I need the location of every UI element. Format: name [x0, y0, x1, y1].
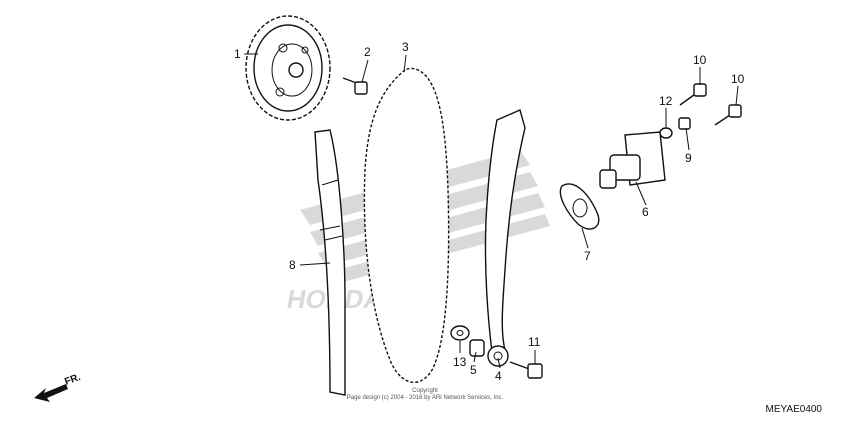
leader-lines — [244, 53, 739, 369]
callouts: 1 2 3 4 5 6 7 8 9 10 10 11 12 13 — [234, 40, 745, 383]
copyright-line-2: Page design (c) 2004 - 2016 by ARI Netwo… — [346, 395, 504, 401]
callout-5: 5 — [470, 363, 477, 377]
washer[interactable] — [450, 325, 470, 341]
callout-2: 2 — [364, 45, 371, 59]
sprocket-bolt[interactable] — [342, 77, 368, 95]
copyright-line-1: Copyright — [412, 388, 438, 394]
sealing-washer[interactable] — [659, 127, 673, 139]
callout-11: 11 — [528, 335, 541, 349]
lifter-bolt-right[interactable] — [714, 104, 742, 126]
callout-10-upper: 10 — [693, 53, 707, 67]
callout-10-right: 10 — [731, 72, 745, 86]
collar[interactable] — [469, 339, 485, 357]
pivot-bolt[interactable] — [509, 361, 543, 379]
callout-3: 3 — [402, 40, 409, 54]
diagram-code: MEYAE0400 — [765, 404, 822, 415]
callout-9: 9 — [685, 151, 692, 165]
copyright-notice: Copyright Page design (c) 2004 - 2016 by… — [300, 388, 550, 402]
callout-6: 6 — [642, 205, 649, 219]
callout-1: 1 — [234, 47, 241, 61]
callout-13: 13 — [453, 355, 467, 369]
lifter-bolt-upper[interactable] — [679, 83, 707, 106]
tensioner-lifter[interactable] — [599, 131, 666, 189]
tensioner-arm[interactable] — [484, 109, 526, 367]
chain-guide[interactable] — [314, 129, 346, 396]
callout-7: 7 — [584, 249, 591, 263]
lifter-screw[interactable] — [678, 117, 691, 130]
callout-12: 12 — [659, 94, 673, 108]
cam-sprocket[interactable] — [245, 15, 331, 121]
cam-chain[interactable] — [363, 67, 450, 383]
direction-label: FR. — [63, 372, 82, 388]
front-direction-arrow: FR. — [34, 372, 82, 402]
callout-4: 4 — [495, 369, 502, 383]
callout-8: 8 — [289, 258, 296, 272]
tensioner-gasket[interactable] — [559, 183, 600, 230]
